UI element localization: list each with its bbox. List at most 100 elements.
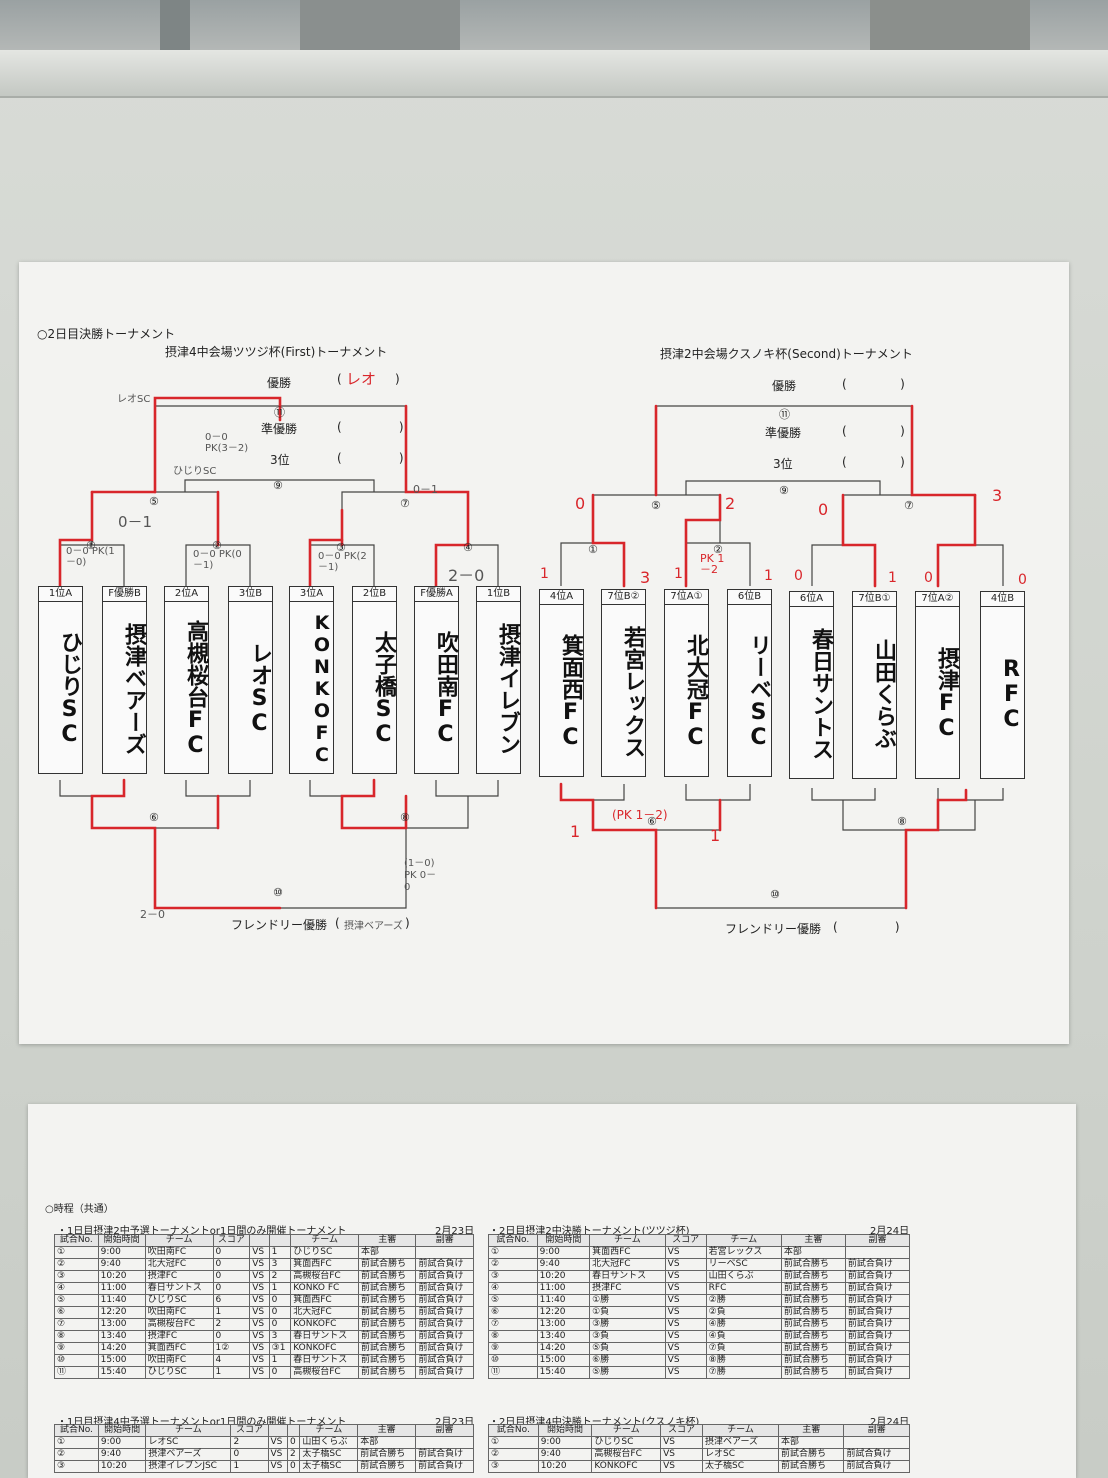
table-cell: 前試合勝ち (358, 1294, 417, 1307)
table-cell: 6 (212, 1294, 251, 1307)
table-cell: 前試合負け (415, 1318, 474, 1331)
table-header: スコア (664, 1234, 707, 1247)
score: 1 (570, 822, 581, 841)
table-cell: ⑩ (54, 1354, 99, 1367)
note-match-7: 0－1 (413, 483, 438, 496)
note-match-10: 2－0 (140, 908, 165, 921)
right-winner-label: 優勝 (772, 379, 797, 393)
team-rank: 6位B (728, 590, 771, 605)
table-cell: VS (249, 1318, 270, 1331)
score: 3 (640, 568, 651, 587)
table-cell: 本部 (780, 1246, 846, 1259)
table-header: スコア (660, 1424, 704, 1437)
table-cell: 9:40 (536, 1258, 591, 1271)
table-cell: 3 (268, 1258, 292, 1271)
table4-title: ・2日目摂津4中決勝トーナメント(クスノキ杯) (489, 1417, 700, 1428)
table2-title: ・2日目摂津2中決勝トーナメント(ツツジ杯) (489, 1226, 690, 1237)
score: 0 (794, 568, 803, 584)
table-cell: 前試合負け (844, 1294, 911, 1307)
table-cell: 北大冠FC (144, 1258, 214, 1271)
table-cell: ② (54, 1258, 99, 1271)
table-header: 試合No. (54, 1234, 99, 1247)
table-cell: 前試合勝ち (358, 1330, 417, 1343)
r-match-11: ⑪ (779, 408, 790, 421)
table-header: チーム (591, 1424, 662, 1437)
table-header: チーム (589, 1234, 666, 1247)
r-match-1: ① (588, 543, 598, 556)
table-cell: 1 (268, 1354, 292, 1367)
table-cell: VS (267, 1460, 289, 1473)
table-cell: KONKO FC (290, 1282, 360, 1295)
table-cell: 前試合負け (415, 1330, 474, 1343)
team-name: 山田くらぶ (871, 639, 896, 749)
table-cell: 13:40 (97, 1330, 146, 1343)
table-cell: 前試合負け (415, 1270, 474, 1283)
table-cell: 前試合負け (415, 1258, 474, 1271)
match-2: ② (212, 539, 222, 552)
table-cell: ① (54, 1246, 99, 1259)
table-cell: ⑤ (488, 1294, 538, 1307)
table-cell: 若宮レックス (705, 1246, 782, 1259)
table-cell: ひじりSC (290, 1246, 360, 1259)
table-header: チーム (290, 1234, 360, 1247)
table-cell: 太子橋SC (702, 1460, 779, 1473)
table3-title: ・1日目摂津4中予選トーナメントor1日間のみ開催トーナメント (57, 1417, 347, 1428)
table-cell: 0 (230, 1448, 269, 1461)
table-cell: 9:00 (536, 1246, 591, 1259)
table-cell: 前試合勝ち (357, 1460, 417, 1473)
table-cell: 前試合勝ち (358, 1270, 417, 1283)
table-cell (844, 1246, 911, 1259)
table-cell: ④勝 (705, 1318, 782, 1331)
table-cell: 前試合勝ち (777, 1460, 845, 1473)
table-cell: ③ (54, 1270, 99, 1283)
table-cell: 高槻桜台FC (591, 1448, 662, 1461)
table-cell: ③ (54, 1460, 99, 1473)
table-header: 試合No. (488, 1234, 538, 1247)
table-cell: 4 (212, 1354, 251, 1367)
schedule-title: ○時程（共通） (45, 1204, 114, 1215)
table-cell: VS (664, 1318, 707, 1331)
left-winner-label: 優勝 (267, 376, 292, 390)
table-cell: 0 (286, 1460, 301, 1473)
table-cell: 前試合勝ち (358, 1354, 417, 1367)
table-cell: 高槻桜台FC (290, 1270, 360, 1283)
table-cell: 0 (212, 1330, 251, 1343)
match-8: ⑧ (400, 811, 410, 824)
table-cell: 2 (286, 1448, 301, 1461)
score: 3 (992, 486, 1003, 505)
table-cell: 前試合負け (844, 1282, 911, 1295)
table-cell: 11:00 (536, 1282, 591, 1295)
note-match-2: 0－0 PK(0－1) (193, 549, 242, 571)
table-cell: リーベSC (705, 1258, 782, 1271)
note-match-1: 0－0 PK(1－0) (66, 546, 115, 568)
table-cell: 摂津FC (144, 1270, 214, 1283)
table-cell: ⑦負 (705, 1342, 782, 1355)
table-cell: 前試合負け (415, 1306, 474, 1319)
table-cell: 前試合勝ち (358, 1282, 417, 1295)
table-cell: 13:40 (536, 1330, 591, 1343)
team-rank: F優勝B (103, 587, 146, 602)
table-cell: 前試合負け (844, 1270, 911, 1283)
table-cell: 前試合負け (844, 1354, 911, 1367)
table-cell: 15:40 (536, 1366, 591, 1379)
score: 0 (1018, 572, 1027, 588)
team-rank: 1位B (477, 587, 520, 602)
table-cell: 吹田南FC (144, 1354, 214, 1367)
match-11: ⑪ (274, 406, 285, 419)
right-friendly-label: フレンドリー優勝 (725, 922, 822, 936)
table-cell: 前試合勝ち (780, 1294, 846, 1307)
